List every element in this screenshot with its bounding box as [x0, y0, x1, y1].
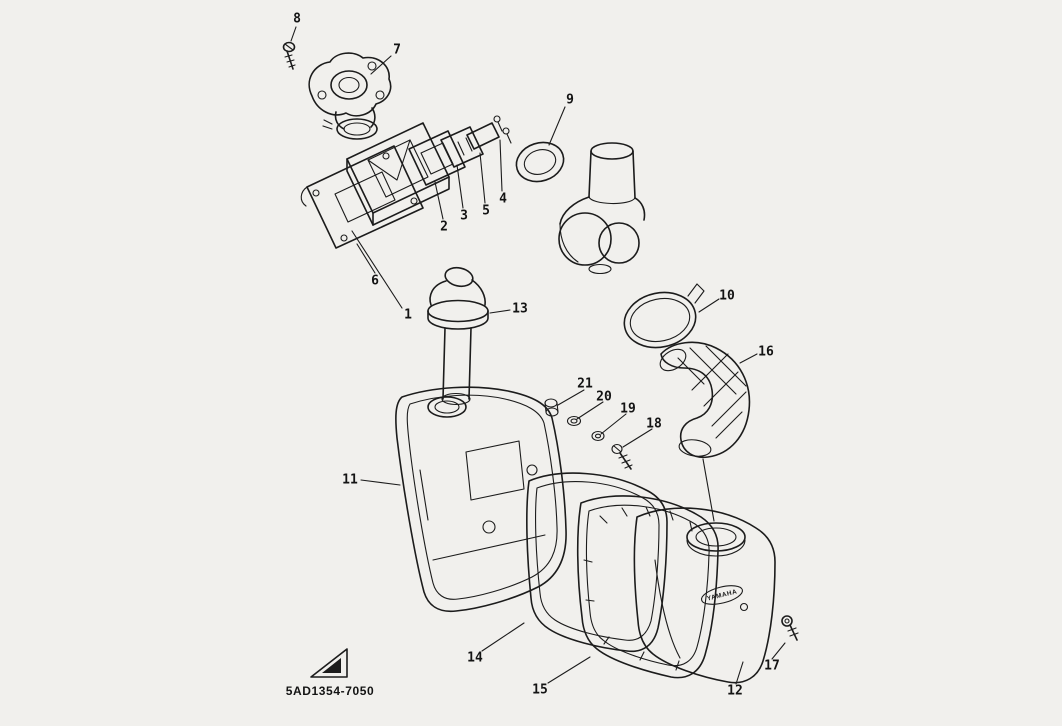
callout-9: 9 — [566, 92, 574, 108]
part-6-gasket — [300, 145, 424, 249]
part-19-washer — [591, 430, 605, 442]
callout-13: 13 — [512, 301, 528, 317]
part-2-valve-gasket — [408, 130, 466, 186]
callout-14: 14 — [467, 650, 483, 666]
part-3-reed-plate — [440, 126, 484, 168]
callout-15: 15 — [532, 682, 548, 698]
callout-18: 18 — [646, 416, 662, 432]
part-1-reed-valve-assembly — [346, 122, 450, 226]
part-5-stopper-plate — [466, 122, 500, 150]
part-4-screws — [493, 115, 512, 144]
callout-12: 12 — [727, 683, 743, 699]
carburetor-reference — [558, 142, 646, 275]
callout-5: 5 — [482, 203, 490, 219]
part-9-joint-seal — [515, 141, 565, 183]
callout-8: 8 — [293, 11, 301, 27]
part-code: 5AD1354-7050 — [285, 684, 375, 698]
callout-11: 11 — [342, 472, 358, 488]
part-10-hose-clamp — [623, 283, 705, 349]
callout-7: 7 — [393, 42, 401, 58]
callout-2: 2 — [440, 219, 448, 235]
callout-17: 17 — [764, 658, 780, 674]
callout-20: 20 — [596, 389, 612, 405]
part-16-air-duct — [659, 341, 751, 459]
part-11-air-cleaner-case — [395, 386, 567, 613]
callout-3: 3 — [460, 208, 468, 224]
callout-16: 16 — [758, 344, 774, 360]
part-8-bolt — [282, 41, 296, 70]
part-21-collar — [544, 398, 559, 417]
part-20-washer — [566, 415, 582, 427]
callout-10: 10 — [719, 288, 735, 304]
callout-6: 6 — [371, 273, 379, 289]
part-18-screw — [611, 443, 633, 470]
callout-19: 19 — [620, 401, 636, 417]
part-14-case-gasket — [526, 472, 668, 653]
part-17-screw — [781, 615, 799, 641]
part-15-filter-element — [576, 495, 719, 679]
callout-1: 1 — [404, 307, 412, 323]
fwd-arrow-mark — [310, 648, 348, 678]
leader-lines — [290, 26, 786, 685]
part-13-intake-pipe — [427, 266, 489, 406]
part-7-intake-joint — [308, 52, 392, 140]
callout-21: 21 — [577, 376, 593, 392]
callout-4: 4 — [499, 191, 507, 207]
part-12-case-cover: YAMAHA — [633, 507, 776, 684]
